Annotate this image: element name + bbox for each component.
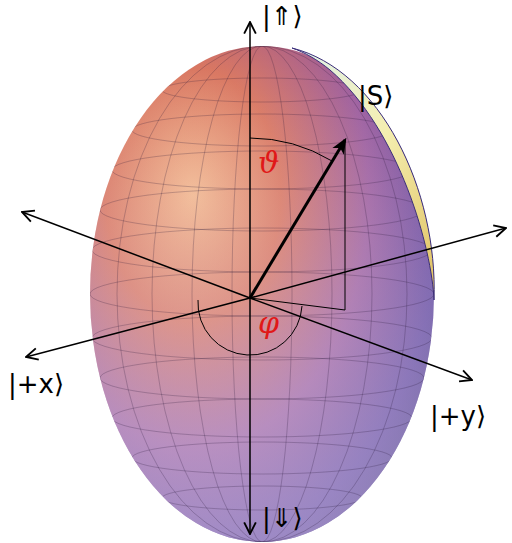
spin-down-ket: |⇓⟩ bbox=[262, 504, 303, 533]
axes bbox=[22, 22, 506, 534]
state-ket: |S⟩ bbox=[358, 82, 393, 111]
state-vector bbox=[198, 138, 345, 355]
polar-angle: ϑ bbox=[258, 146, 279, 179]
spin-up-ket: |⇑⟩ bbox=[262, 2, 303, 31]
y-axis-ket: |+y⟩ bbox=[430, 402, 486, 431]
x-axis-ket: |+x⟩ bbox=[8, 370, 64, 399]
azimuth-angle: φ bbox=[258, 306, 279, 339]
